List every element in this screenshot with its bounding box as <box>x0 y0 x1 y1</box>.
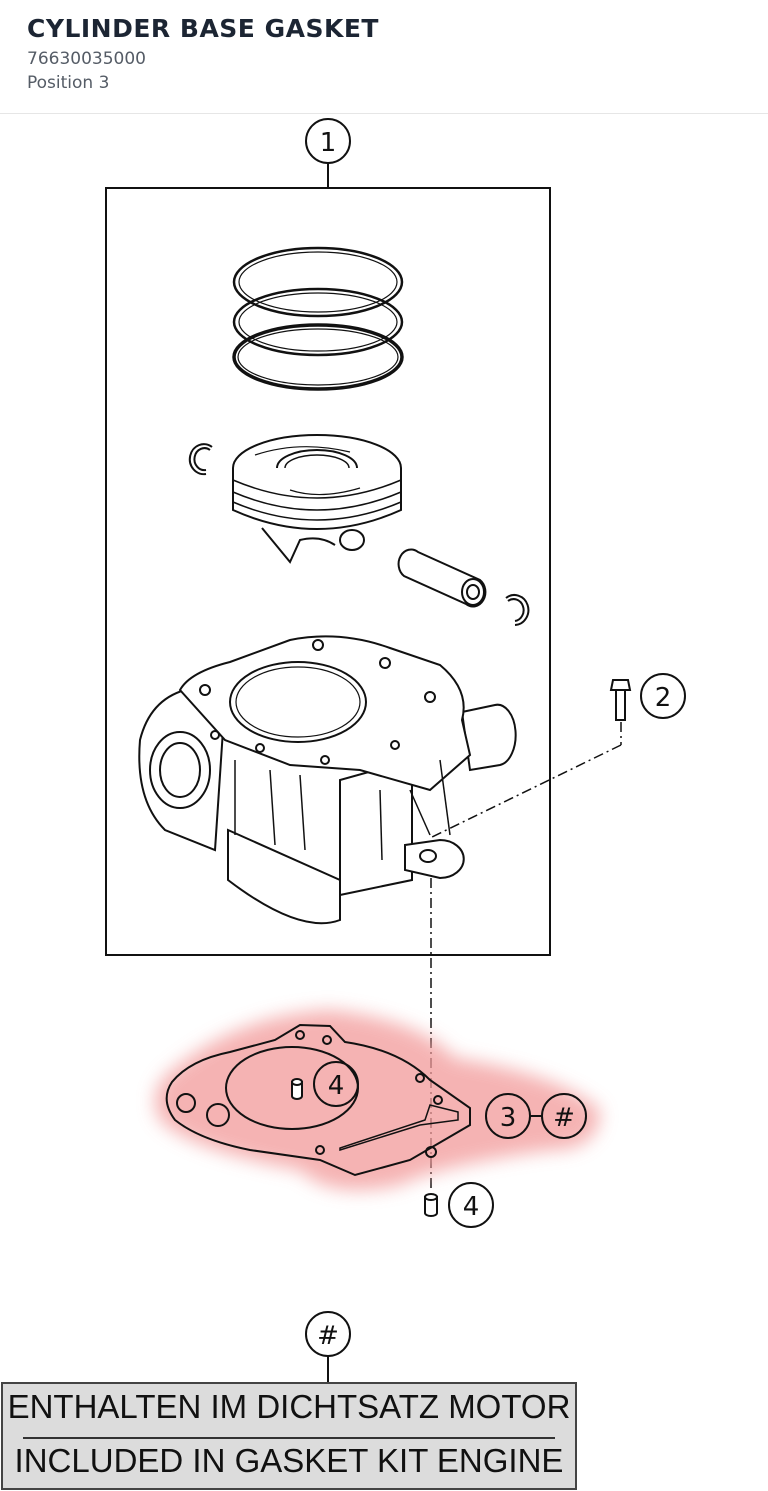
position-label: Position 3 <box>27 73 110 93</box>
piston-rings-illustration <box>232 246 404 391</box>
callout-2-label: 2 <box>655 683 672 713</box>
dowel-lower-illustration <box>424 1193 438 1217</box>
callout-hash-legend-label: # <box>317 1321 339 1351</box>
gasket-highlight <box>155 1010 600 1190</box>
part-number: 76630035000 <box>27 49 146 69</box>
circlip-right-illustration <box>505 594 530 626</box>
callout-4-upper-label: 4 <box>328 1071 345 1101</box>
exploded-parts-diagram: 1 <box>105 118 686 1382</box>
cylinder-kit-frame <box>105 160 551 956</box>
callout-1-label: 1 <box>320 128 337 158</box>
dowel-upper-illustration <box>291 1078 303 1100</box>
page-header: CYLINDER BASE GASKET 76630035000 Positio… <box>0 0 768 114</box>
note-english: INCLUDED IN GASKET KIT ENGINE <box>14 1442 564 1479</box>
piston-pin-illustration <box>397 548 487 608</box>
callout-1[interactable]: 1 <box>305 118 351 164</box>
note-german: ENTHALTEN IM DICHTSATZ MOTOR <box>7 1388 571 1425</box>
cylinder-illustration <box>138 635 517 925</box>
bolt-illustration <box>609 679 632 721</box>
callout-hash-gasket-label: # <box>553 1103 575 1133</box>
circlip-left-illustration <box>188 443 213 476</box>
page-title: CYLINDER BASE GASKET <box>27 14 379 43</box>
callout-2[interactable]: 2 <box>640 673 686 719</box>
callout-hash-gasket[interactable]: # <box>541 1093 587 1139</box>
gasket-kit-note: ENTHALTEN IM DICHTSATZ MOTOR INCLUDED IN… <box>1 1382 577 1490</box>
callout-hash-legend[interactable]: # <box>305 1311 351 1382</box>
note-divider <box>23 1437 555 1439</box>
callout-4-lower[interactable]: 4 <box>448 1182 494 1228</box>
piston-illustration <box>232 434 402 564</box>
callout-4-upper[interactable]: 4 <box>313 1061 359 1107</box>
callout-4-lower-label: 4 <box>463 1192 480 1222</box>
callout-3-label: 3 <box>500 1103 517 1133</box>
